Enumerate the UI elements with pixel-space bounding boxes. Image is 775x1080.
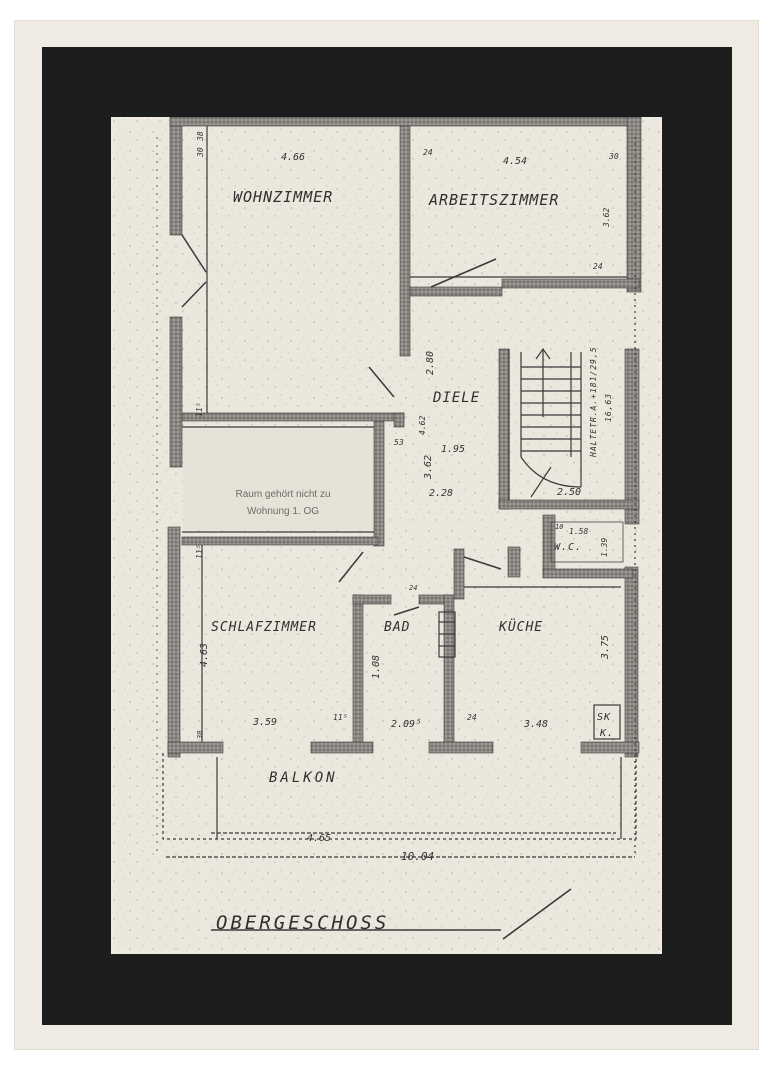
wall-right-stair (624, 348, 640, 525)
dim-10: 10 (555, 523, 563, 531)
dim-115b: 11⁵ (195, 544, 204, 559)
dim-53: 53 (394, 438, 404, 447)
dim-209: 2.09⁵ (391, 719, 421, 730)
wall-left-middle (169, 316, 183, 468)
dim-250: 2.50 (557, 487, 581, 498)
excluded-room (183, 429, 373, 530)
floor-plan-paper: WOHNZIMMER ARBEITSZIMMER DIELE SCHLAFZIM… (111, 117, 662, 954)
dim-280: 2.80 (425, 351, 436, 375)
stair-note: HALTETR.A.+181/29,5 (589, 346, 598, 458)
dim-24a: 24 (423, 148, 433, 157)
dim-38: 38 (196, 131, 205, 142)
dim-139: 1.39 (600, 538, 609, 557)
notice-line-2: Wohnung 1. OG (247, 506, 319, 517)
room-label-arbeitszimmer: ARBEITSZIMMER (428, 191, 559, 209)
dim-24b: 24 (593, 262, 603, 271)
dim-466: 4.66 (281, 152, 305, 163)
dim-1004: 10.04 (401, 850, 434, 863)
dim-359: 3.59 (252, 717, 277, 728)
wall-left-lower (167, 526, 181, 758)
wall-right-top (626, 117, 642, 293)
door-swing-wohn (368, 366, 395, 398)
wall-bottom-2 (310, 741, 374, 754)
dim-115a: 11⁵ (195, 402, 204, 417)
door-swing-1 (181, 234, 207, 273)
door-swing-schlaf (338, 551, 364, 583)
thin-lines (156, 126, 637, 940)
stair-note-2: 16,63 (604, 393, 613, 422)
wall-kitchen-top (507, 546, 521, 578)
wall-wohn-arbeit (399, 125, 411, 357)
dim-30a: 30 (608, 152, 619, 161)
balkon-outline (162, 753, 637, 840)
stair-curve (520, 456, 582, 488)
door-swing-arbeit (430, 258, 497, 288)
wall-bottom-1 (167, 741, 224, 754)
stair-arrow (530, 466, 552, 498)
room-label-kueche: KÜCHE (498, 618, 543, 635)
wall-top (169, 117, 641, 127)
room-label-schlafzimmer: SCHLAFZIMMER (211, 620, 317, 635)
dim-24d: 24 (467, 713, 477, 722)
floor-title: OBERGESCHOSS (216, 912, 389, 934)
dim-375: 3.75 (600, 635, 611, 660)
notice-line-1: Raum gehört nicht zu (235, 489, 330, 500)
dim-454: 4.54 (503, 156, 527, 167)
wall-wohn-bottom (181, 412, 405, 422)
dim-195: 1.95 (441, 444, 465, 455)
room-label-balkon: BALKON (269, 770, 338, 786)
wall-wohn-bottom-stub (393, 412, 405, 428)
title-slash (502, 888, 572, 940)
wall-stair-left (498, 348, 510, 510)
room-label-bad: BAD (384, 620, 410, 635)
wall-arbeit-bottom (409, 286, 503, 297)
wall-kitchen-left-top (453, 548, 465, 600)
dim-463: 4.63 (199, 643, 210, 667)
dim-30b: 30 (196, 147, 205, 158)
wall-bad-right (443, 594, 455, 746)
wall-stair-top (501, 278, 640, 289)
dim-465: 4.65 (307, 833, 331, 844)
dim-24c: 24 (409, 584, 417, 592)
paper-speckle (111, 117, 662, 954)
sk-box (593, 704, 621, 740)
wall-bad-top-left (352, 594, 392, 605)
dim-115c: 11⁵ (333, 713, 348, 722)
wall-middle-right (373, 420, 385, 547)
door-swing-2 (181, 281, 207, 308)
room-label-wohnzimmer: WOHNZIMMER (233, 188, 333, 206)
dim-362b: 3.62 (423, 455, 434, 480)
room-label-diele: DIELE (432, 390, 480, 406)
door-swing-bad (393, 606, 420, 616)
dim-158: 1.58 (569, 527, 588, 536)
wall-bad-left (352, 594, 364, 746)
wall-bottom-4 (580, 741, 640, 754)
wall-stair-bottom (498, 499, 640, 510)
wall-bottom-3 (428, 741, 494, 754)
wall-wc-bottom (542, 568, 634, 579)
wall-right-kitchen (624, 566, 639, 758)
wall-left-top (169, 117, 183, 236)
dim-462: 4.62 (418, 416, 427, 435)
dim-30c: 30 (196, 731, 204, 740)
dim-108: 1.08 (371, 655, 382, 679)
dim-362a: 3.62 (602, 208, 611, 228)
room-label-wc: W.C. (554, 542, 582, 553)
door-swing-kitchen (463, 556, 502, 570)
sk-label-2: K. (599, 728, 614, 739)
dim-228: 2.28 (429, 488, 453, 499)
wc-area (550, 521, 624, 563)
floor-plan-diagram: WOHNZIMMER ARBEITSZIMMER DIELE SCHLAFZIM… (111, 117, 662, 954)
dim-348: 3.48 (523, 719, 548, 730)
sk-label-1: SK (597, 712, 611, 723)
wall-schlaf-top (181, 536, 379, 546)
